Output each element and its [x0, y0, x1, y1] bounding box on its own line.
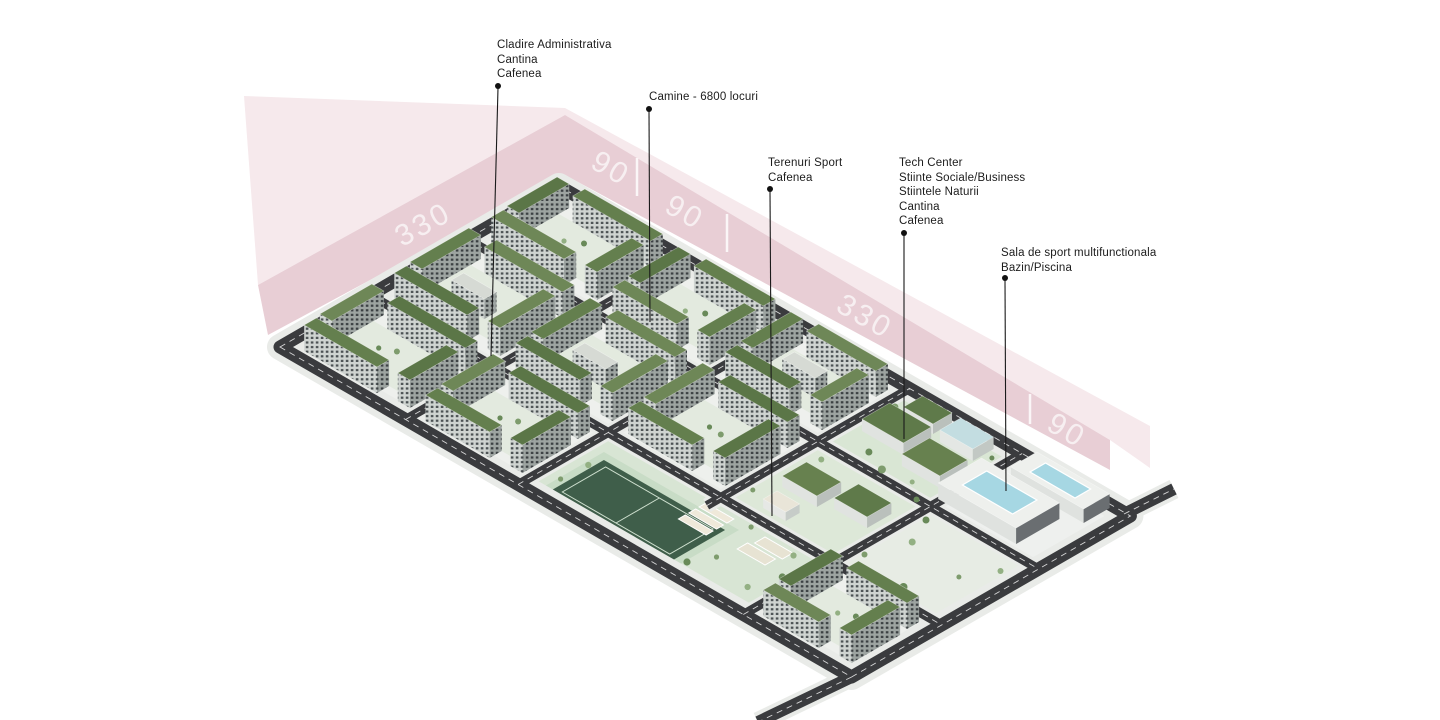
dimension-band-nw-top	[244, 96, 565, 285]
annotation-line: Tech Center	[899, 157, 963, 169]
annotation-line: Stiinte Sociale/Business	[899, 171, 1026, 184]
leader-line	[1004, 279, 1007, 492]
annotation-admin: Cladire Administrativa Cantina Cafenea	[497, 38, 612, 82]
leader-line	[648, 109, 651, 323]
annotation-line: Cantina	[899, 200, 940, 213]
leader-dot	[1002, 275, 1008, 281]
leader-line	[769, 190, 773, 517]
annotation-line: Terenuri Sport	[768, 157, 843, 169]
annotation-terenuri: Terenuri Sport Cafenea	[768, 156, 842, 185]
dimension-bands: 330 90 90 330 90	[244, 96, 1150, 470]
dimension-band-nw	[258, 115, 565, 335]
annotation-line: Bazin/Piscina	[1001, 261, 1072, 274]
leader-dot	[901, 230, 907, 236]
campus-scene	[267, 173, 1179, 720]
annotation-line: Cafenea	[899, 215, 944, 228]
annotation-line: Camine - 6800 locuri	[649, 91, 759, 103]
dimension-band-ne	[565, 115, 1110, 470]
annotation-line: Stiintele Naturii	[899, 186, 979, 199]
leader-dot	[646, 106, 652, 112]
leader-dot	[495, 83, 501, 89]
annotation-line: Cantina	[497, 53, 538, 66]
annotation-tech: Tech Center Stiinte Sociale/Business Sti…	[899, 156, 1025, 229]
dimension-band-ne-top	[565, 108, 1150, 468]
leader-lines	[490, 83, 1008, 517]
leader-line	[490, 87, 499, 357]
annotation-line: Cafenea	[768, 171, 813, 184]
annotation-line: Sala de sport multifunctionala	[1001, 247, 1157, 259]
leader-dot	[767, 186, 773, 192]
annotation-line: Cladire Administrativa	[497, 39, 612, 51]
annotation-sala: Sala de sport multifunctionala Bazin/Pis…	[1001, 246, 1156, 275]
annotation-camine: Camine - 6800 locuri	[649, 90, 758, 105]
annotation-line: Cafenea	[497, 68, 542, 81]
